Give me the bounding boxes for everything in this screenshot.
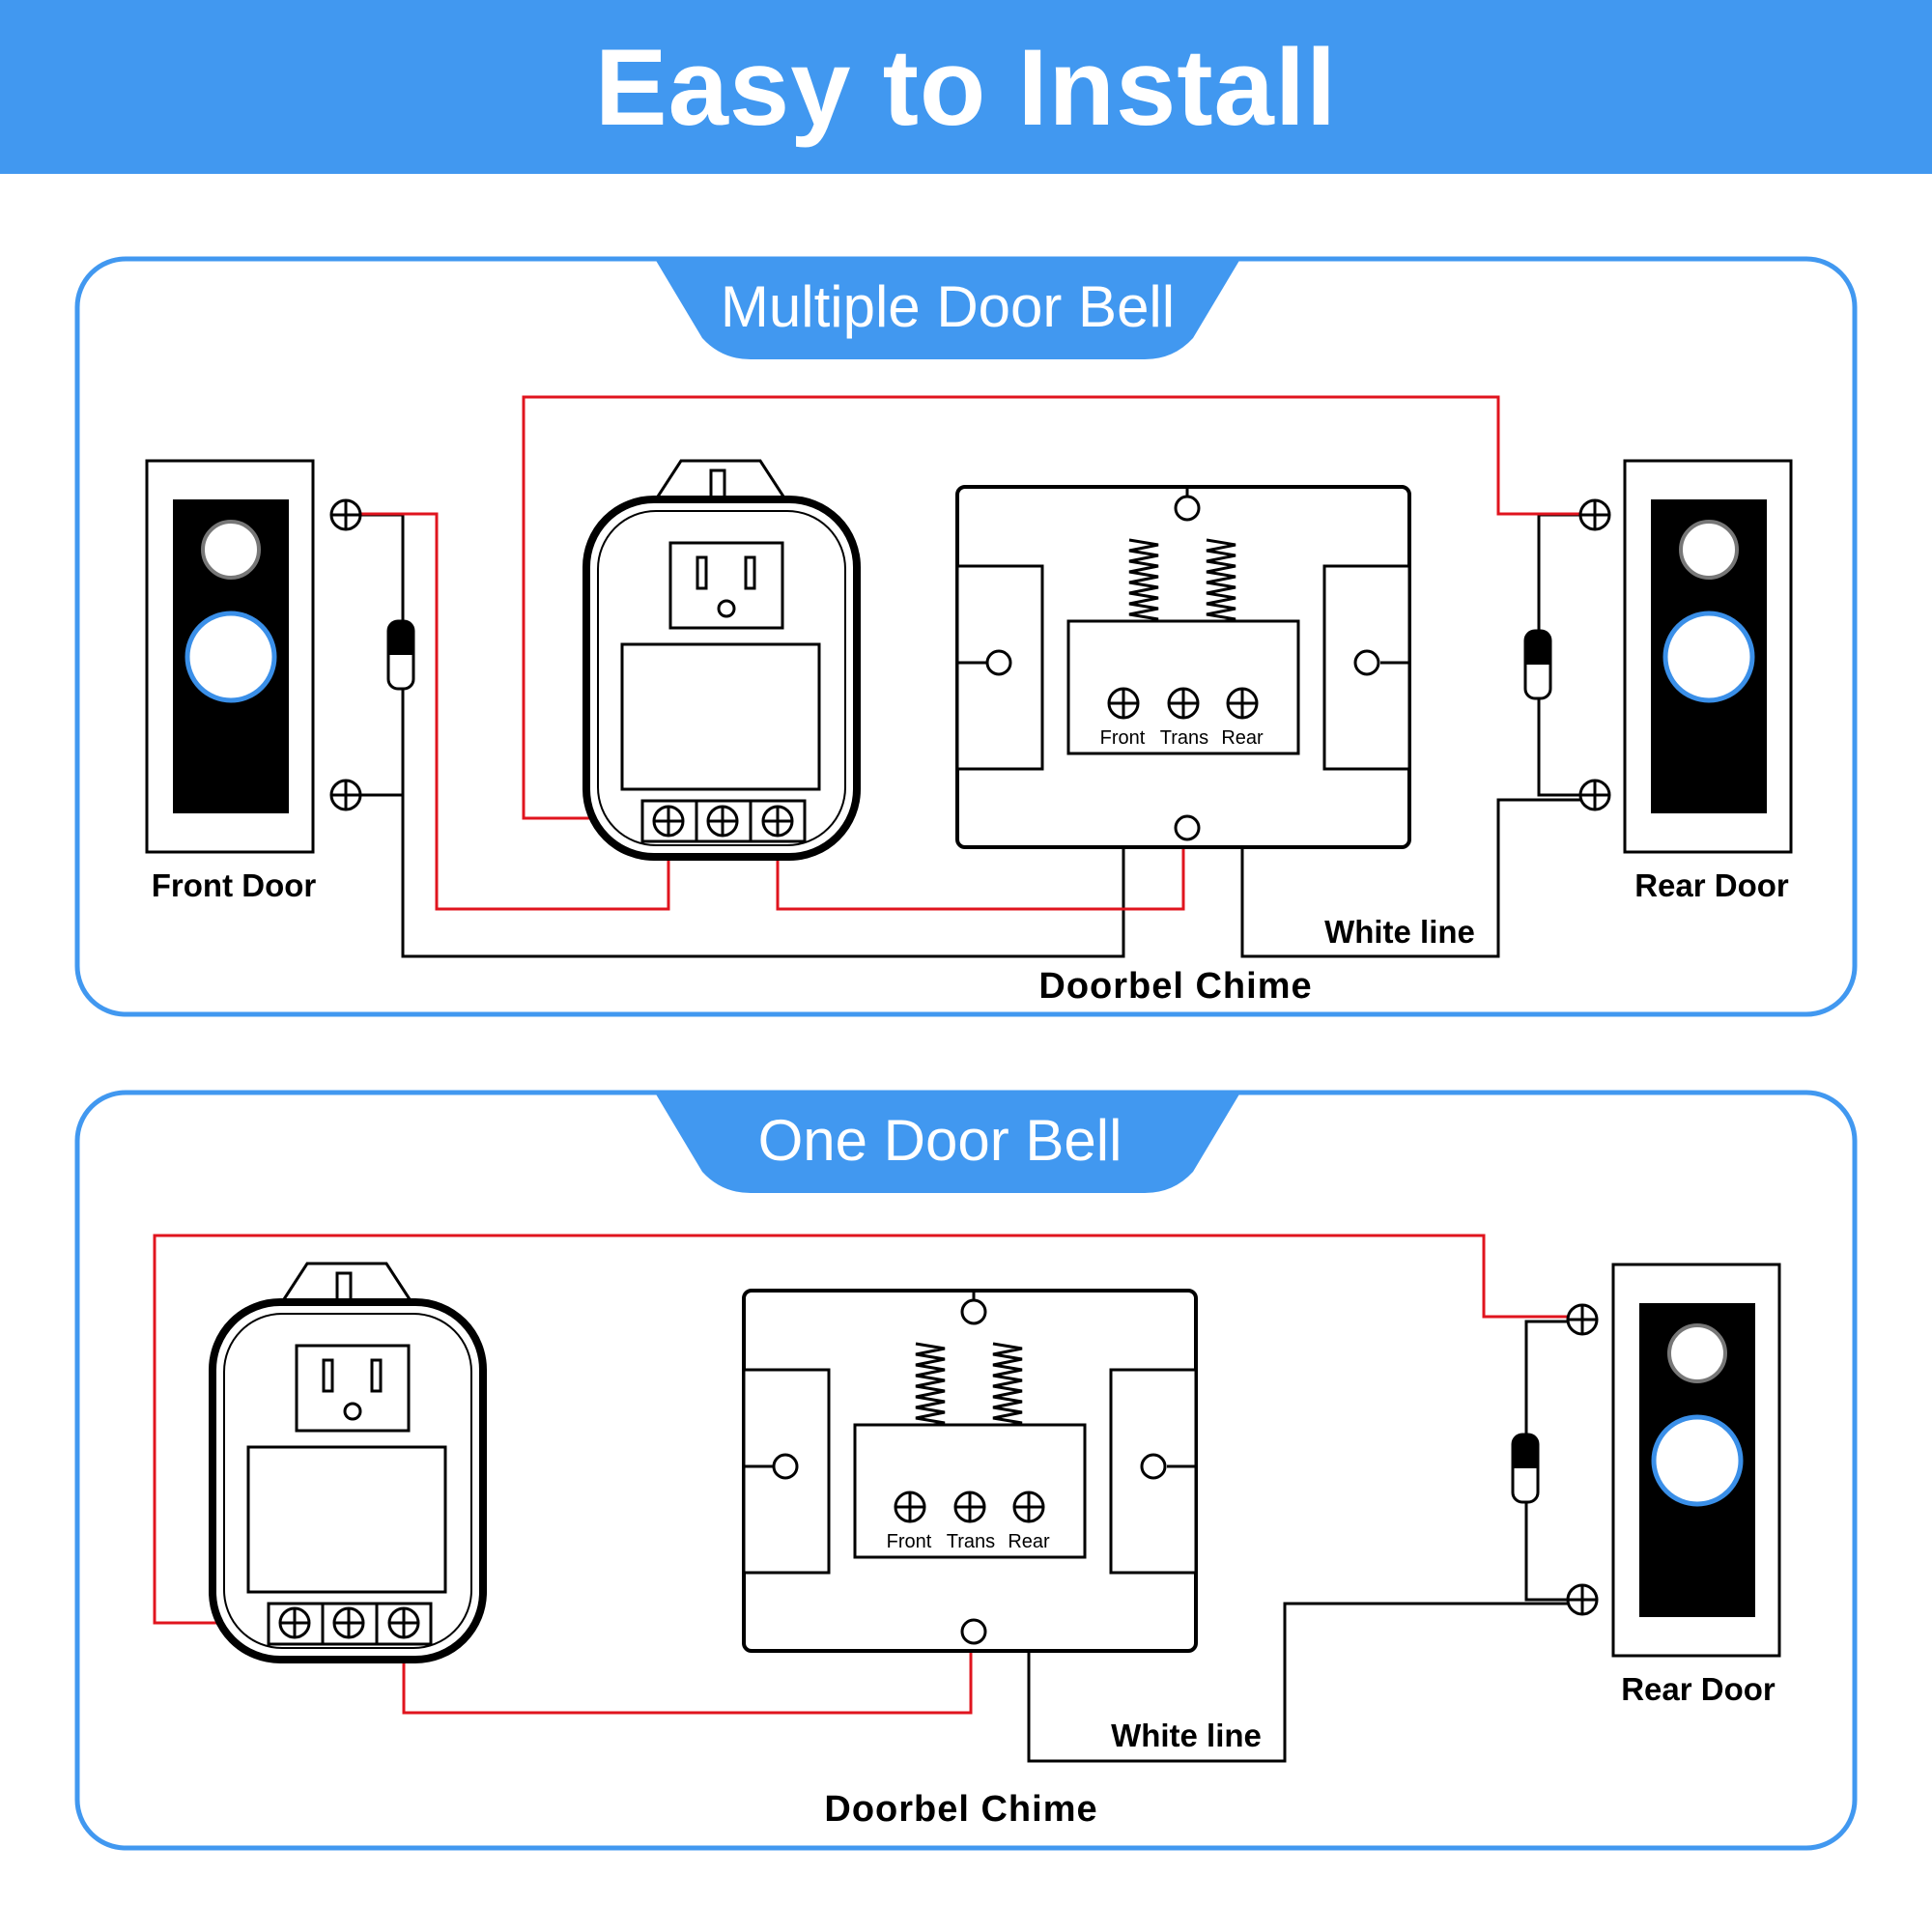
chime-screw-rear	[1226, 687, 1259, 720]
white-line-label: White line	[1111, 1718, 1262, 1753]
transformer-screw-1	[278, 1606, 311, 1639]
transformer-screw-3	[761, 805, 794, 838]
panel-one-door-bell: One Door Bell Front Trans Rear Rear Door…	[74, 1090, 1858, 1851]
panel-multiple-door-bell: Multiple Door Bell Front Door Fron	[74, 256, 1858, 1017]
rear-door-terminal-top	[1566, 1303, 1599, 1336]
transformer	[586, 461, 857, 857]
header-banner: Easy to Install	[0, 0, 1932, 174]
rear-doorbell	[1625, 461, 1791, 852]
page-title: Easy to Install	[594, 26, 1338, 148]
rear-door-label: Rear Door	[1621, 1671, 1776, 1707]
doorbell-chime	[955, 485, 1411, 849]
panel-tab	[655, 1093, 1240, 1193]
rear-door-terminal-bottom	[1566, 1583, 1599, 1616]
front-door-terminal-top	[329, 498, 362, 531]
chime-screw-front	[894, 1491, 926, 1523]
chime-screw-trans	[1167, 687, 1200, 720]
panel-tab	[655, 259, 1240, 359]
transformer-screw-3	[387, 1606, 420, 1639]
chime-screw-front	[1107, 687, 1140, 720]
front-doorbell	[147, 461, 313, 852]
rear-doorbell	[1613, 1264, 1779, 1656]
chime-label: Doorbel Chime	[1038, 966, 1312, 1007]
rear-door-terminal-top	[1578, 498, 1611, 531]
white-line-label: White line	[1324, 914, 1475, 950]
chime-screw-trans	[953, 1491, 986, 1523]
terminal-label-front: Front	[887, 1531, 932, 1552]
terminal-label-rear: Rear	[1221, 727, 1264, 749]
doorbell-chime	[742, 1289, 1198, 1653]
panel-title: Multiple Door Bell	[721, 274, 1175, 339]
rear-diode	[1523, 629, 1552, 700]
rear-door-label: Rear Door	[1634, 867, 1789, 903]
terminal-label-rear: Rear	[1008, 1531, 1050, 1552]
rear-door-terminal-bottom	[1578, 779, 1611, 811]
transformer-screw-1	[652, 805, 685, 838]
panel-title: One Door Bell	[758, 1108, 1122, 1173]
transformer	[213, 1264, 483, 1660]
rear-diode	[1511, 1433, 1540, 1504]
front-diode	[386, 619, 415, 691]
terminal-label-trans: Trans	[1160, 727, 1208, 749]
chime-label: Doorbel Chime	[824, 1789, 1097, 1830]
chime-screw-rear	[1012, 1491, 1045, 1523]
transformer-screw-2	[332, 1606, 365, 1639]
front-door-label: Front Door	[152, 867, 317, 903]
transformer-screw-2	[706, 805, 739, 838]
red-wires	[153, 1234, 1582, 1715]
terminal-label-trans: Trans	[947, 1531, 995, 1552]
front-door-terminal-bottom	[329, 779, 362, 811]
terminal-label-front: Front	[1100, 727, 1146, 749]
